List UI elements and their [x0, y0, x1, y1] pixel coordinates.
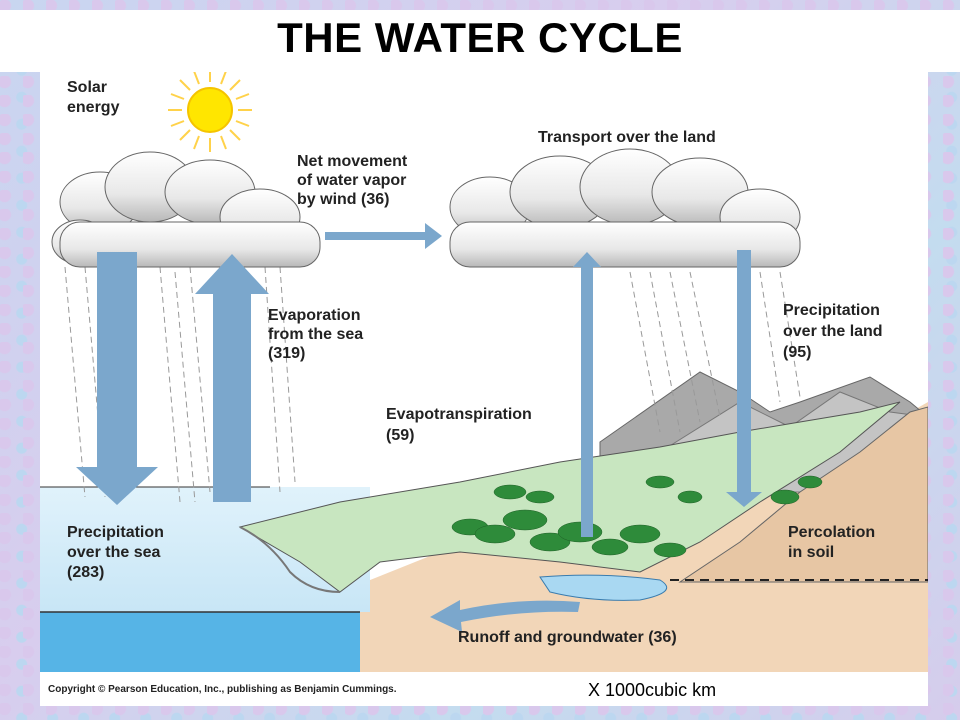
unit-note: X 1000cubic km [588, 680, 717, 700]
evaporation-arrow [195, 254, 269, 502]
runoff-label: Runoff and groundwater (36) [458, 629, 677, 646]
deep-sea [40, 612, 360, 672]
evapotranspiration-label: Evapotranspiration (59) [386, 406, 536, 444]
page-title: THE WATER CYCLE [0, 10, 960, 72]
solar-energy-label: Solar energy [67, 79, 120, 116]
precipitation-land-arrow [726, 250, 762, 507]
forest [451, 475, 823, 558]
coastline [239, 526, 341, 593]
sun-icon [168, 68, 252, 152]
transport-label: Transport over the land [538, 129, 716, 146]
diagram-panel: Solar energy Net movement of water vapor… [40, 68, 929, 706]
cloud-over-land [449, 148, 801, 268]
cloud-over-sea [51, 151, 321, 268]
rain-over-land [629, 271, 801, 433]
net-movement-arrow [325, 223, 442, 249]
precipitation-sea-label: Precipitation over the sea (283) [67, 524, 168, 581]
evapotranspiration-arrow [573, 252, 601, 537]
precipitation-land-label: Precipitation over the land (95) [783, 302, 887, 361]
percolation-label: Percolation in soil [788, 524, 880, 561]
precipitation-sea-arrow [76, 252, 158, 505]
copyright-text: Copyright © Pearson Education, Inc., pub… [48, 684, 397, 695]
evaporation-label: Evaporation from the sea (319) [268, 307, 368, 362]
runoff-arrow [430, 600, 580, 632]
green-land [238, 401, 901, 593]
net-movement-label: Net movement of water vapor by wind (36) [297, 153, 412, 208]
lake [539, 574, 668, 601]
water-cycle-diagram: Solar energy Net movement of water vapor… [40, 68, 929, 672]
